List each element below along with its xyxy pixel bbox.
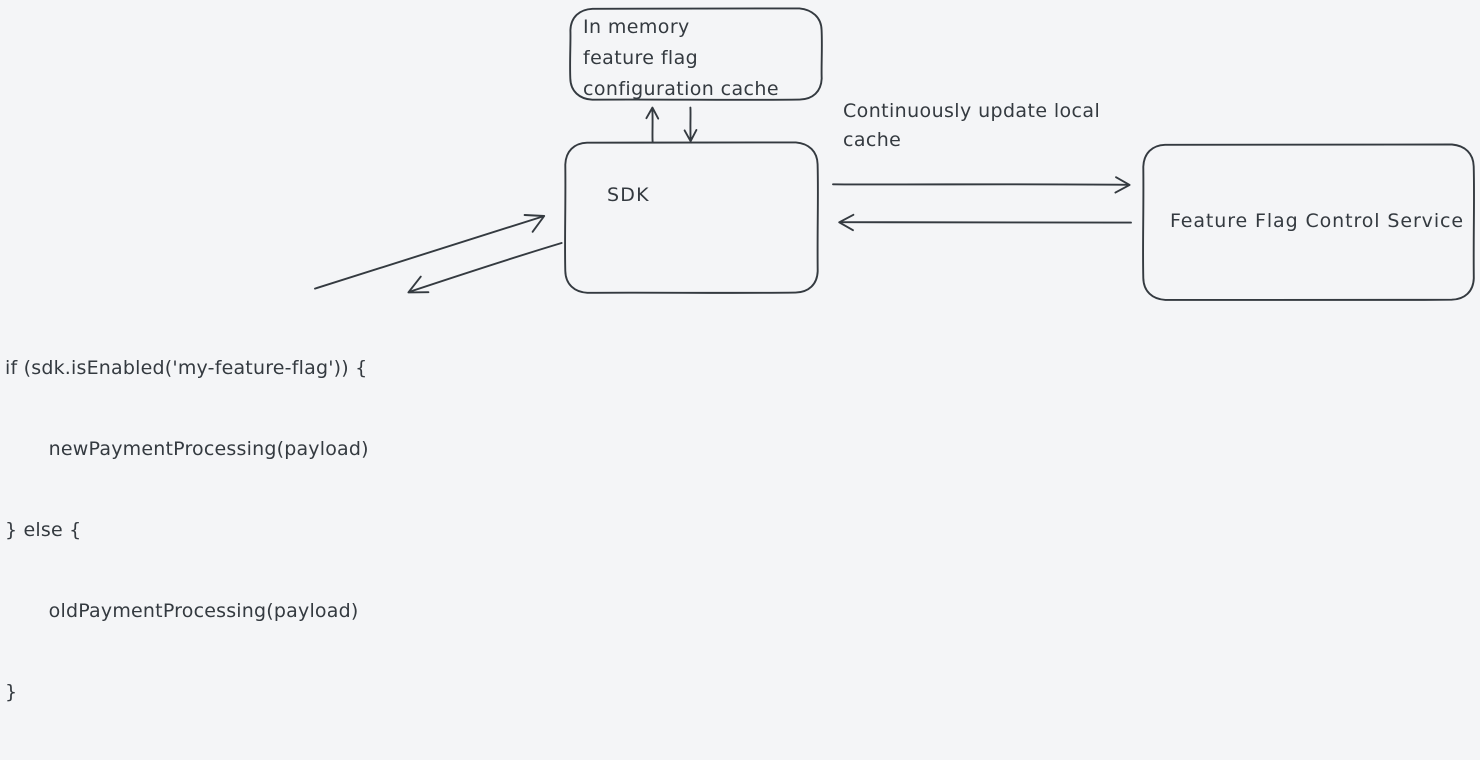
cache-node-label: In memory feature flag configuration cac…	[583, 16, 779, 100]
edge-sdk-to-service[interactable]	[832, 176, 1131, 194]
service-node-label: Feature Flag Control Service	[1170, 210, 1464, 232]
edge-label-continuously-update-local-cache: Continuously update local cache	[843, 100, 1101, 151]
code-snippet: if (sdk.isEnabled('my-feature-flag')) { …	[5, 301, 369, 760]
code-line: }	[5, 681, 18, 703]
code-line: newPaymentProcessing(payload)	[5, 438, 369, 460]
diagram-canvas: In memory feature flag configuration cac…	[5, 7, 1475, 703]
sdk-node-label: SDK	[607, 184, 650, 206]
edge-code-to-sdk[interactable]	[314, 214, 546, 290]
edge-cache-to-sdk[interactable]	[683, 106, 698, 143]
code-line: } else {	[5, 519, 82, 541]
code-line: if (sdk.isEnabled('my-feature-flag')) {	[5, 357, 368, 379]
diagram-sketch-layer	[314, 7, 1475, 301]
sdk-node-shape[interactable]	[564, 141, 819, 294]
service-node-shape[interactable]	[1142, 143, 1475, 301]
code-line: oldPaymentProcessing(payload)	[5, 600, 359, 622]
edge-sdk-to-code[interactable]	[407, 242, 563, 294]
edge-sdk-to-cache[interactable]	[645, 106, 660, 143]
cache-node-shape[interactable]	[569, 7, 823, 101]
edge-service-to-sdk[interactable]	[838, 213, 1132, 232]
